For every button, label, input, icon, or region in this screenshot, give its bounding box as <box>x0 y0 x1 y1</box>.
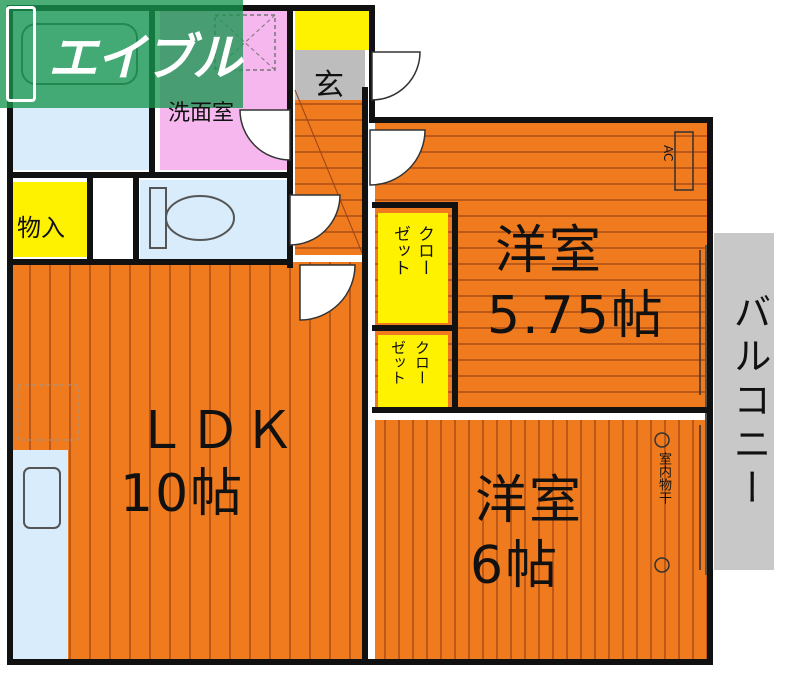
label-western2-size: 6帖 <box>470 536 560 596</box>
label-storage: 物入 <box>17 214 65 242</box>
label-balcony: バルコニー <box>727 292 771 512</box>
ldk-floor <box>12 262 364 662</box>
storage-area <box>10 182 88 257</box>
label-western1-size: 5.75帖 <box>487 286 665 346</box>
label-ldk-size: 10帖 <box>120 464 245 524</box>
label-washroom: 洗面室 <box>168 101 235 126</box>
closet-1 <box>378 213 448 323</box>
label-closet2-b: ゼット <box>389 340 407 385</box>
label-closet1-a: クロー <box>414 225 434 276</box>
label-ac: AC <box>661 145 675 162</box>
logo-text: エイブル <box>48 29 242 87</box>
label-closet1-b: ゼット <box>390 225 410 276</box>
label-entrance: 玄 <box>314 68 344 103</box>
label-closet2-a: クロー <box>413 340 431 385</box>
label-western2-name: 洋室 <box>475 471 584 531</box>
western-room-2-floor <box>375 420 707 660</box>
balcony-area <box>714 233 774 570</box>
brand-logo: エイブル <box>0 0 243 108</box>
label-western1-name: 洋室 <box>495 221 604 281</box>
closet-2 <box>378 335 448 410</box>
entrance-area <box>295 10 370 50</box>
logo-emblem-icon <box>6 6 36 102</box>
label-indoor-drying: 室内物干 <box>656 452 671 504</box>
label-ldk-name: ＬＤＫ <box>135 401 298 461</box>
